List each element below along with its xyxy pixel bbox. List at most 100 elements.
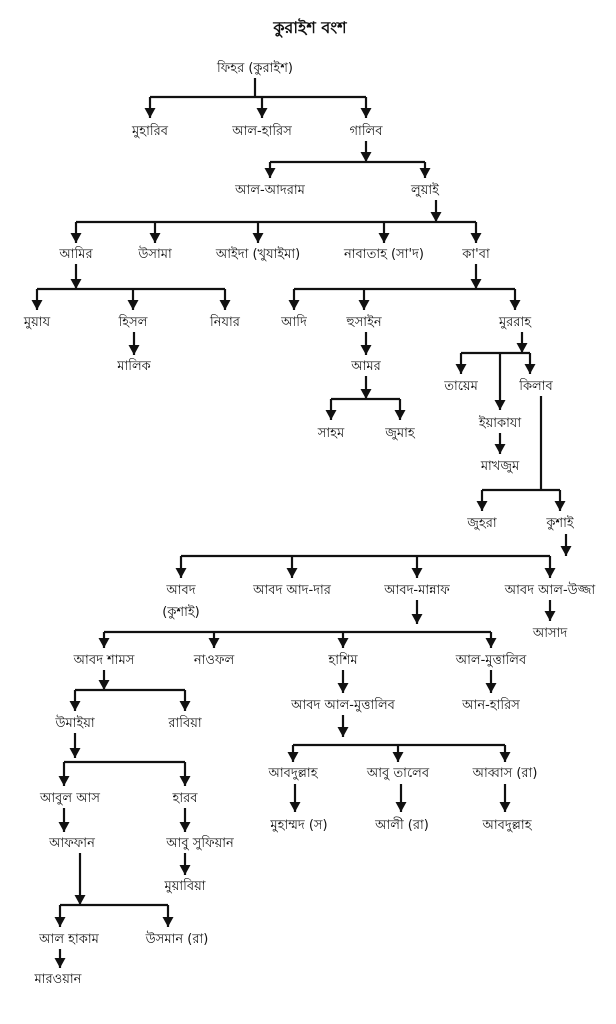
person-abd-qusai-note: (কুশাই) bbox=[162, 604, 199, 620]
person-kilab: কিলাব bbox=[518, 378, 553, 394]
person-umayya: উমাইয়া bbox=[54, 715, 95, 731]
arrowhead bbox=[98, 638, 110, 648]
person-abd-qusai: আবদ bbox=[165, 583, 195, 598]
arrowhead bbox=[411, 614, 423, 624]
arrowhead bbox=[287, 752, 299, 762]
diagram-title: কুরাইশ বংশ bbox=[272, 18, 347, 38]
arrowhead bbox=[264, 168, 276, 178]
arrowhead bbox=[499, 752, 511, 762]
person-zuhra: জুহরা bbox=[466, 516, 497, 531]
person-muawiya: মুয়াবিয়া bbox=[163, 878, 205, 894]
person-abul-as: আবুল আস bbox=[39, 791, 100, 806]
arrowhead bbox=[54, 958, 66, 968]
person-al-muttalib: আল-মুত্তালিব bbox=[455, 652, 527, 668]
arrowhead bbox=[411, 568, 423, 578]
arrowhead bbox=[144, 108, 156, 118]
person-sahm: সাহম bbox=[317, 426, 345, 441]
person-abd-shams: আবদ শামস bbox=[73, 653, 135, 668]
tree-connectors bbox=[31, 78, 572, 968]
arrowhead bbox=[470, 279, 482, 289]
arrowhead bbox=[337, 727, 349, 737]
arrowhead bbox=[476, 501, 488, 511]
person-fihr: ফিহর (কুরাইশ) bbox=[216, 60, 293, 76]
arrowhead bbox=[360, 389, 372, 399]
person-muyaz: মুয়ায bbox=[23, 315, 51, 330]
person-abd-al-muttalib: আবদ আল-মুত্তালিব bbox=[290, 697, 396, 713]
arrowhead bbox=[69, 701, 81, 711]
person-muhammad: মুহাম্মদ (স) bbox=[269, 818, 327, 833]
arrowhead bbox=[69, 748, 81, 758]
person-galib: গালিব bbox=[350, 123, 384, 139]
arrowhead bbox=[394, 410, 406, 420]
person-usama: উসামা bbox=[137, 246, 172, 262]
person-nizar: নিযার bbox=[209, 314, 241, 330]
arrowhead bbox=[286, 568, 298, 578]
person-amr: আমর bbox=[350, 359, 381, 374]
arrowhead bbox=[219, 300, 231, 310]
arrowhead bbox=[516, 343, 528, 353]
arrowhead bbox=[31, 300, 43, 310]
person-malik: মালিক bbox=[116, 358, 151, 374]
arrowhead bbox=[470, 233, 482, 243]
person-adi: আদি bbox=[280, 314, 307, 330]
arrowhead bbox=[494, 400, 506, 410]
arrowhead bbox=[360, 108, 372, 118]
arrowhead bbox=[419, 168, 431, 178]
arrowhead bbox=[360, 345, 372, 355]
arrowhead bbox=[98, 680, 110, 690]
person-rabia: রাবিয়া bbox=[167, 715, 202, 731]
arrowhead bbox=[179, 701, 191, 711]
arrowhead bbox=[70, 279, 82, 289]
arrowhead bbox=[325, 410, 337, 420]
arrowhead bbox=[54, 917, 66, 927]
person-an-haris: আন-হারিস bbox=[461, 697, 520, 713]
arrowhead bbox=[485, 638, 497, 648]
person-jumah: জুমাহ bbox=[384, 426, 416, 441]
person-taym: তায়েম bbox=[443, 379, 478, 394]
person-harb: হারব bbox=[172, 791, 199, 806]
person-al-adram: আল-আদরাম bbox=[234, 183, 305, 198]
person-al-hakam: আল হাকাম bbox=[38, 932, 99, 947]
person-abd-ad-dar: আবদ আদ-দার bbox=[252, 583, 332, 598]
arrowhead bbox=[554, 501, 566, 511]
arrowhead bbox=[208, 638, 220, 648]
person-abu-talib: আবু তালেব bbox=[366, 766, 430, 781]
arrowhead bbox=[289, 802, 301, 812]
person-uthman: উসমান (রা) bbox=[145, 931, 209, 947]
person-hisl: হিসল bbox=[118, 314, 148, 330]
person-amir: আমির bbox=[58, 246, 93, 262]
arrowhead bbox=[378, 233, 390, 243]
person-abu-sufyan: আবু সুফিয়ান bbox=[165, 835, 234, 851]
person-qusai: কুশাই bbox=[545, 515, 575, 531]
person-muharib: মুহারিব bbox=[131, 123, 169, 139]
arrowhead bbox=[149, 233, 161, 243]
arrowhead bbox=[494, 444, 506, 454]
arrowhead bbox=[58, 822, 70, 832]
arrowhead bbox=[179, 776, 191, 786]
person-aida: আইদা (খুযাইমা) bbox=[215, 246, 300, 262]
person-abd-uzza: আবদ আল-উজ্জা bbox=[504, 582, 596, 598]
person-kaba: কা'বা bbox=[461, 247, 490, 262]
person-abd-manaf: আবদ-মান্নাফ bbox=[383, 583, 450, 598]
person-abdullah-ibn-abbas: আবদুল্লাহ bbox=[481, 818, 532, 833]
person-ali: আলী (রা) bbox=[374, 817, 429, 833]
arrowhead bbox=[179, 865, 191, 875]
arrowhead bbox=[509, 300, 521, 310]
person-abbas: আব্বাস (রা) bbox=[472, 766, 538, 781]
arrowhead bbox=[252, 233, 264, 243]
arrowhead bbox=[337, 683, 349, 693]
arrowhead bbox=[128, 345, 140, 355]
person-nawfal: নাওফল bbox=[193, 653, 235, 668]
arrowhead bbox=[256, 108, 268, 118]
arrowhead bbox=[395, 802, 407, 812]
arrowhead bbox=[430, 212, 442, 222]
person-hashim: হাশিম bbox=[327, 652, 358, 668]
person-asad: আসাদ bbox=[532, 626, 568, 641]
person-makhzum: মাখজুম bbox=[480, 459, 520, 474]
arrowhead bbox=[58, 776, 70, 786]
arrowhead bbox=[337, 638, 349, 648]
arrowhead bbox=[392, 752, 404, 762]
person-marwan: মারওয়ান bbox=[34, 972, 82, 987]
arrowhead bbox=[70, 233, 82, 243]
